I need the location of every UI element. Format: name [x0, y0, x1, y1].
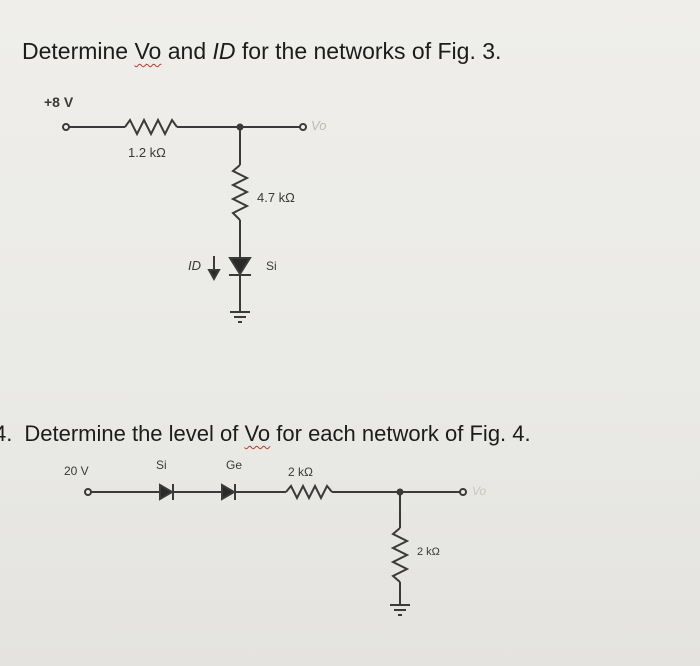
fig3-diode-label: Si	[266, 259, 277, 273]
q4-prefix: Determine the level of	[24, 421, 245, 446]
question-4: 4. Determine the level of Vo for each net…	[0, 421, 531, 447]
q4-number: 4.	[0, 421, 13, 446]
q3-suffix: for the networks of Fig. 3.	[235, 38, 502, 64]
q3-mid: and	[161, 38, 213, 64]
fig4-d2-label: Ge	[226, 458, 243, 472]
fig4-resistor-r1	[285, 483, 333, 501]
fig4-d1-label: Si	[156, 458, 167, 472]
fig4-r1-label: 2 kΩ	[288, 465, 313, 479]
fig3-current-arrow	[207, 256, 221, 282]
fig4-source-terminal	[84, 488, 92, 496]
fig3-resistor-r2	[230, 164, 250, 221]
fig4-output-terminal	[459, 488, 467, 496]
fig4-resistor-r2	[390, 527, 410, 583]
fig3-diode	[228, 257, 252, 276]
fig4-output-label: Vo	[472, 484, 487, 498]
q3-id: ID	[212, 38, 236, 64]
question-3: Determine Vo and ID for the networks of …	[22, 38, 501, 65]
fig4-r2-label: 2 kΩ	[417, 546, 440, 558]
q3-prefix: Determine	[22, 38, 135, 64]
fig3-output-terminal	[299, 123, 307, 131]
q3-vo: Vo	[134, 38, 162, 64]
fig3-output-label: Vo	[311, 118, 327, 133]
q4-suffix: for each network of Fig. 4.	[270, 421, 531, 446]
fig3-current-label: ID	[188, 258, 201, 273]
fig3-r2-label: 4.7 kΩ	[257, 190, 295, 205]
fig4-source-label: 20 V	[64, 464, 89, 478]
fig4-ground	[390, 604, 410, 616]
fig4-diode-ge	[221, 483, 236, 501]
fig3-source-terminal	[62, 123, 70, 131]
fig3-ground	[230, 311, 250, 323]
fig3-r1-label: 1.2 kΩ	[128, 145, 166, 160]
fig3-resistor-r1	[124, 117, 178, 137]
fig4-circuit	[84, 483, 467, 616]
fig4-diode-si	[159, 483, 174, 501]
q4-vo: Vo	[244, 421, 271, 446]
fig3-source-label: +8 V	[44, 94, 74, 110]
